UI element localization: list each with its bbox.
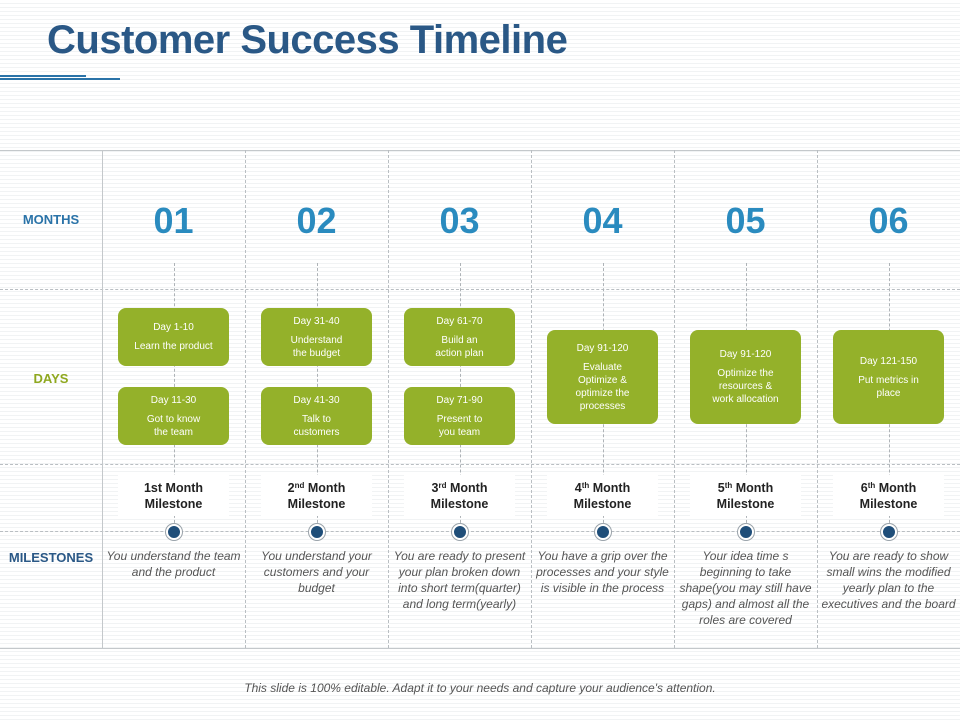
milestone-month-word: Month: [735, 480, 774, 495]
milestone-ordinal: 4: [574, 480, 582, 495]
column-divider: [388, 150, 389, 648]
grid-line-days-milestones: [0, 464, 960, 465]
milestone-line-2: Milestone: [859, 496, 918, 511]
day-range: Day 91-120: [576, 342, 629, 354]
month-number: 06: [868, 200, 909, 241]
month-number: 03: [439, 200, 480, 241]
column-divider: [817, 150, 818, 648]
milestone-line-1: 1st Month: [118, 480, 229, 496]
milestone-month-word: Month: [592, 480, 631, 495]
milestone-line-1: 3rd Month: [404, 480, 515, 496]
milestone-description: Your idea time s beginning to take shape…: [679, 549, 812, 627]
milestone-ordinal: 3: [431, 480, 439, 495]
milestone-dot: [595, 524, 611, 540]
milestone-month-word: Month: [165, 480, 204, 495]
day-range: Day 121-150: [859, 355, 918, 367]
milestone-description: You understand your customers and your b…: [261, 549, 372, 595]
row-label-months: MONTHS: [22, 212, 80, 227]
day-description: Got to know the team: [146, 413, 201, 438]
row-label-milestones: MILESTONES: [8, 550, 94, 565]
day-range: Day 71-90: [436, 394, 483, 406]
day-description: Optimize the resources & work allocation: [712, 368, 779, 405]
day-description: Evaluate Optimize & optimize the process…: [575, 361, 630, 412]
column-divider: [102, 150, 103, 648]
column-divider: [531, 150, 532, 648]
milestone-description: You understand the team and the product: [106, 549, 241, 579]
day-description: Present to you team: [436, 413, 483, 438]
milestone-month-word: Month: [878, 480, 917, 495]
column-divider: [245, 150, 246, 648]
day-range: Day 31-40: [293, 315, 340, 327]
milestone-ordinal-suffix: nd: [294, 480, 305, 490]
milestone-ordinal: 2: [287, 480, 295, 495]
milestone-line-2: Milestone: [573, 496, 632, 511]
column-divider: [674, 150, 675, 648]
milestone-month-word: Month: [307, 480, 346, 495]
milestone-line-1: 6th Month: [833, 480, 944, 496]
milestone-line-2: Milestone: [287, 496, 346, 511]
footer-note: This slide is 100% editable. Adapt it to…: [244, 681, 716, 695]
grid-line-milestone-header: [0, 531, 960, 532]
month-number: 05: [725, 200, 766, 241]
day-description: Understand the budget: [290, 334, 343, 359]
month-number: 01: [153, 200, 194, 241]
day-range: Day 91-120: [719, 349, 772, 360]
milestone-ordinal: 6: [860, 480, 868, 495]
milestone-line-2: Milestone: [716, 496, 775, 511]
page-title: Customer Success Timeline: [47, 18, 568, 62]
milestone-dot: [738, 524, 754, 540]
month-number: 02: [296, 200, 337, 241]
day-description: Learn the product: [134, 341, 213, 352]
milestone-dot: [452, 524, 468, 540]
milestone-dot: [881, 524, 897, 540]
milestone-description: You have a grip over the processes and y…: [536, 549, 669, 595]
milestone-description: You are ready to present your plan broke…: [393, 549, 526, 611]
milestone-ordinal: 1st: [143, 480, 163, 495]
milestone-line-2: Milestone: [430, 496, 489, 511]
day-range: Day 1-10: [153, 322, 194, 333]
milestone-line-1: 5th Month: [690, 480, 801, 496]
title-underline: [0, 75, 86, 77]
grid-line-months-days: [0, 289, 960, 290]
milestone-ordinal-suffix: th: [581, 480, 590, 490]
milestone-description: You are ready to show small wins the mod…: [821, 549, 956, 611]
grid-line-top: [0, 150, 960, 151]
day-range: Day 61-70: [436, 315, 483, 327]
row-label-days: DAYS: [33, 371, 69, 386]
day-range: Day 11-30: [150, 394, 197, 406]
milestone-ordinal-suffix: th: [867, 480, 876, 490]
milestone-month-word: Month: [449, 480, 488, 495]
milestone-line-1: 2nd Month: [261, 480, 372, 496]
milestone-ordinal-suffix: rd: [438, 480, 447, 490]
grid-line-bottom: [0, 648, 960, 649]
title-underline-2: [0, 78, 120, 80]
milestone-line-1: 4th Month: [547, 480, 658, 496]
milestone-ordinal-suffix: th: [724, 480, 733, 490]
day-description: Talk to customers: [293, 413, 340, 438]
day-description: Build an action plan: [435, 334, 484, 359]
milestone-line-2: Milestone: [144, 496, 203, 511]
milestone-dot: [309, 524, 325, 540]
milestone-dot: [166, 524, 182, 540]
day-range: Day 41-30: [293, 394, 340, 406]
milestone-ordinal: 5: [717, 480, 725, 495]
month-number: 04: [582, 200, 623, 241]
day-description: Put metrics in place: [858, 374, 919, 399]
